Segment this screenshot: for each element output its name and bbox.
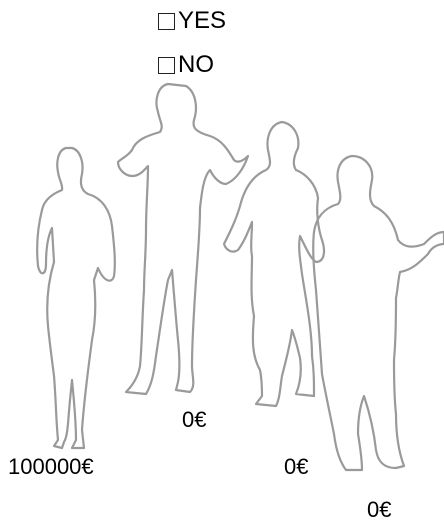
no-checkbox[interactable] — [158, 56, 175, 74]
amount-label-person-4: 0€ — [367, 497, 392, 522]
yes-checkbox-option[interactable]: YES — [158, 8, 226, 34]
amount-label-person-3: 0€ — [284, 454, 309, 479]
person-silhouette-1 — [36, 146, 116, 450]
amount-label-person-2: 0€ — [182, 407, 207, 432]
person-silhouette-3 — [222, 120, 326, 408]
yes-label: YES — [178, 7, 227, 34]
person-silhouette-4 — [312, 154, 444, 472]
no-label: NO — [178, 51, 214, 78]
amount-label-person-1: 100000€ — [8, 454, 94, 479]
yes-checkbox[interactable] — [158, 12, 175, 30]
no-checkbox-option[interactable]: NO — [158, 52, 214, 78]
person-silhouette-2 — [116, 82, 250, 396]
